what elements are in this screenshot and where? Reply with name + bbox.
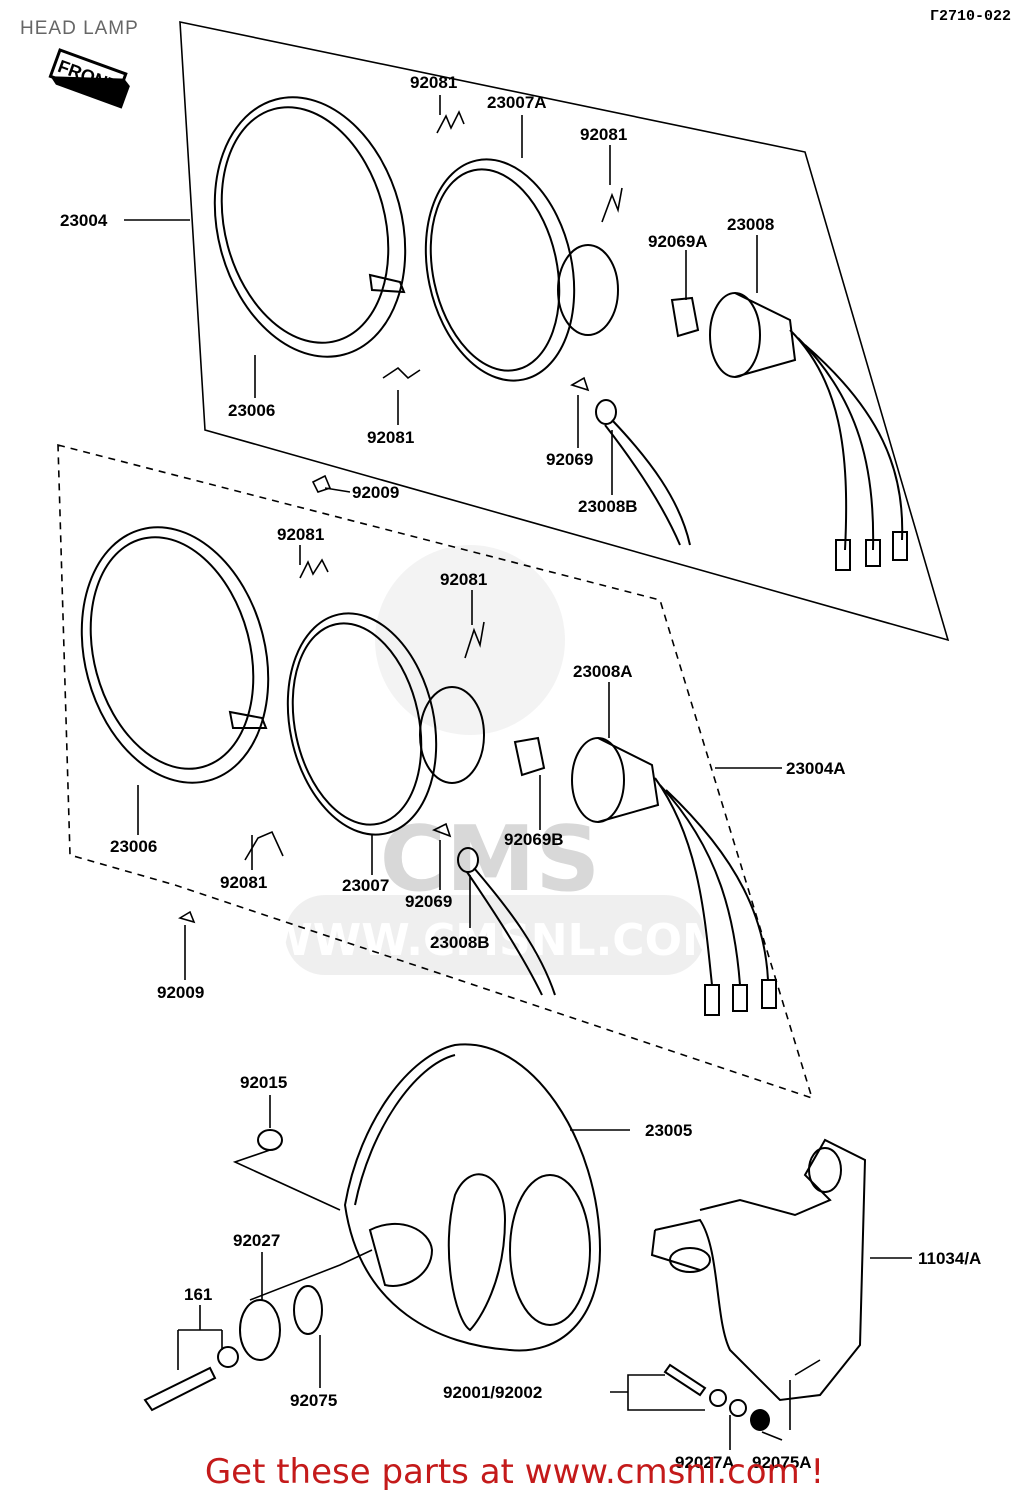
label-23006-a: 23006 [228,401,275,420]
label-23006-b: 23006 [110,837,157,856]
adjust-screw-upper [368,273,406,294]
promo-text[interactable]: Get these parts at www.cmsnl.com ! [204,1452,825,1492]
label-92009-b: 92009 [157,983,204,1002]
damper-92027A [729,1399,747,1417]
label-92069-b: 92069 [405,892,452,911]
socket-23008A [571,737,777,1016]
label-23007A: 23007A [487,93,547,112]
front-badge: FRONT [48,48,130,109]
lamp-housing-23005 [343,1043,602,1352]
spring-lower-3 [244,830,284,861]
label-92081-f: 92081 [220,873,267,892]
spring-lower-1 [299,558,329,579]
label-23004A: 23004A [786,759,846,778]
watermark-logo: CMS [380,807,600,912]
socket-23008 [709,292,908,571]
label-92069B: 92069B [504,830,564,849]
watermark: CMS WWW.CMSNL.COM [264,545,726,975]
spring-upper-1 [436,110,465,134]
damper-92027 [239,1299,281,1361]
spring-lower-2 [464,621,485,659]
label-92001-92002: 92001/92002 [443,1383,542,1402]
part-labels: 92081 23007A 92081 23004 92069A 23008 23… [60,73,981,1472]
leader-lines [124,95,912,1450]
label-23008: 23008 [727,215,774,234]
collar-92075A [750,1409,770,1431]
label-23004: 23004 [60,211,108,230]
label-23007: 23007 [342,876,389,895]
label-92081-d: 92081 [277,525,324,544]
lower-assembly-outline [57,443,814,1100]
label-92069-a: 92069 [546,450,593,469]
label-92081-c: 92081 [367,428,414,447]
nut-92009-upper [311,474,332,493]
label-92081-e: 92081 [440,570,487,589]
position-lamp-lower [432,822,556,996]
label-92081-b: 92081 [580,125,627,144]
label-23008B-b: 23008B [430,933,490,952]
watermark-text: WWW.CMSNL.COM [264,915,726,966]
label-23008A: 23008A [573,662,633,681]
label-23008B-a: 23008B [578,497,638,516]
bracket-11034A [650,1138,867,1402]
collar-92075 [293,1285,323,1335]
label-92027: 92027 [233,1231,280,1250]
label-23005: 23005 [645,1121,692,1140]
reflector-23007A [424,158,619,382]
label-92009-a: 92009 [352,483,399,502]
diagram-title: HEAD LAMP [20,18,139,39]
label-92081-a: 92081 [410,73,457,92]
diagram-code: Γ2710-022 [930,8,1012,25]
label-92069A: 92069A [648,232,708,251]
position-lamp-upper [570,376,691,546]
rim-ring-lower [80,526,270,784]
bulb-92069A [670,296,700,338]
bolt-161 [143,1366,217,1412]
spring-upper-3 [382,366,421,380]
washer-92001 [709,1389,727,1407]
label-92015: 92015 [240,1073,287,1092]
washer-161 [217,1346,239,1368]
label-11034A: 11034/A [918,1249,981,1268]
upper-assembly-outline [179,21,950,642]
label-92075A: 92075A [752,1453,812,1472]
rim-ring-23004 [213,96,407,358]
spring-upper-2 [601,187,623,223]
nut-92009-lower [178,910,196,924]
label-92075: 92075 [290,1391,337,1410]
adjust-screw-lower [228,710,268,729]
reflector-23007 [286,612,485,836]
label-161: 161 [184,1285,212,1304]
bolt-92001 [663,1363,707,1397]
grommet-92015 [257,1129,283,1151]
bulb-92069B [513,736,546,777]
label-92027A: 92027A [675,1453,735,1472]
